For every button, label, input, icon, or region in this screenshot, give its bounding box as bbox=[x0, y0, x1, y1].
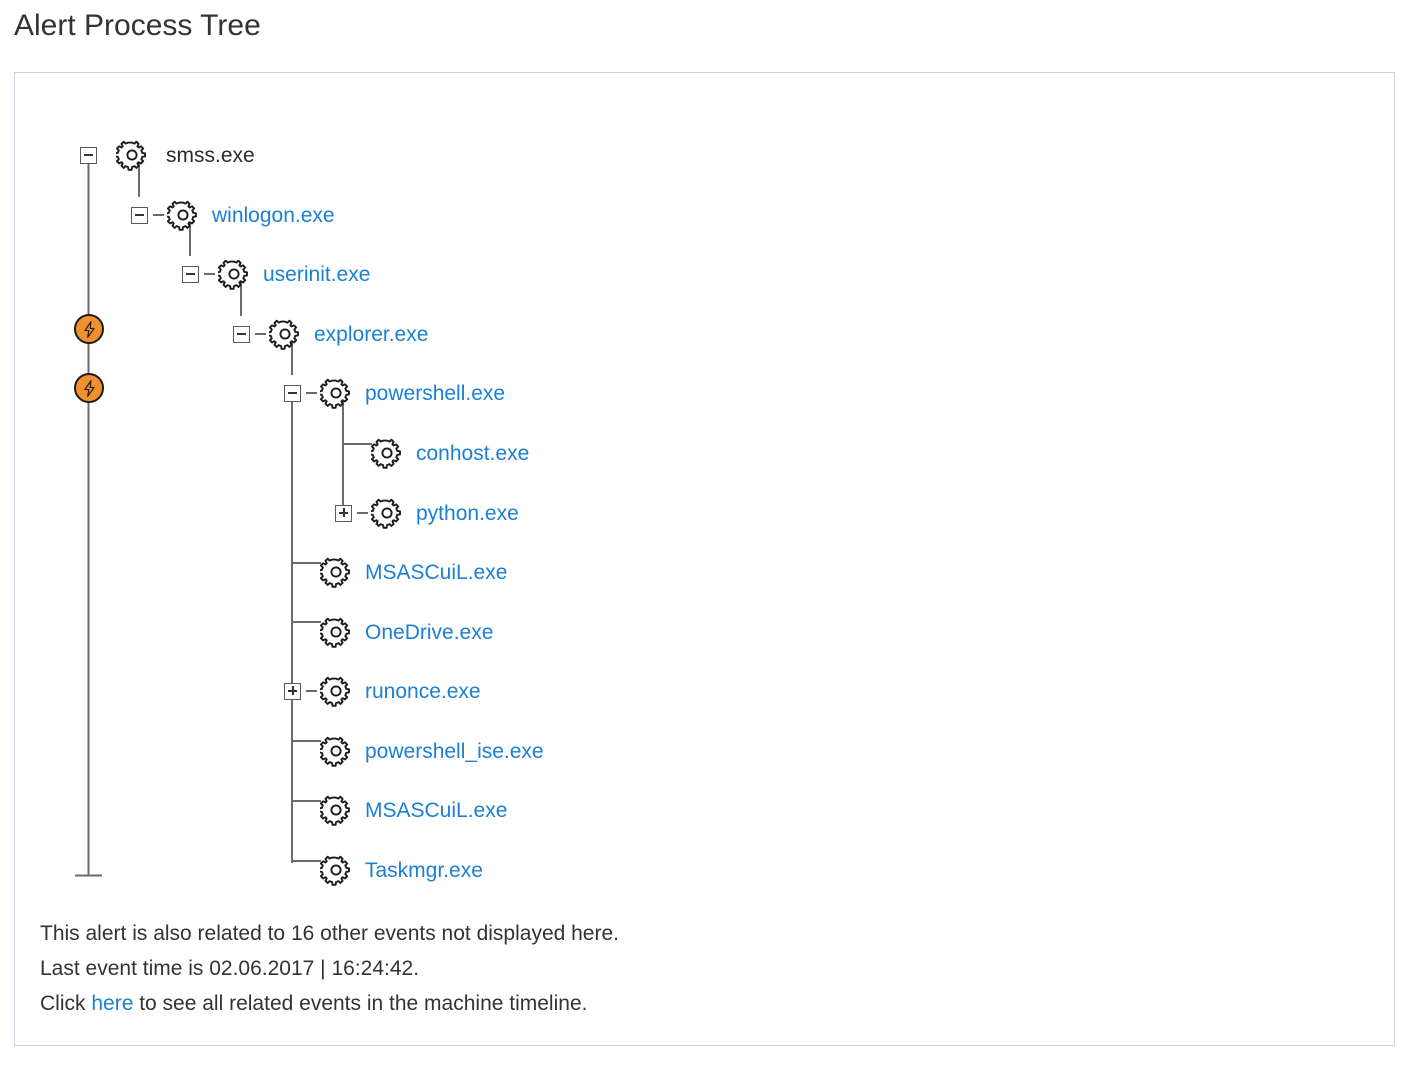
process-name-explorer[interactable]: explorer.exe bbox=[314, 322, 429, 346]
footer-note: This alert is also related to 16 other e… bbox=[40, 916, 619, 1021]
process-node-runonce[interactable]: runonce.exe bbox=[284, 673, 481, 709]
alert-process-tree-panel: smss.exe winlogon.exe userinit.exe explorer… bbox=[14, 72, 1395, 1046]
footer-click-prefix: Click bbox=[40, 992, 92, 1015]
process-name-onedrive[interactable]: OneDrive.exe bbox=[365, 620, 494, 644]
gear-icon bbox=[371, 438, 401, 469]
process-node-conhost[interactable]: conhost.exe bbox=[335, 435, 529, 471]
process-name-msascuil2[interactable]: MSASCuiL.exe bbox=[365, 798, 508, 822]
process-node-powershell[interactable]: powershell.exe bbox=[284, 375, 505, 411]
node-dash-explorer bbox=[255, 333, 266, 335]
process-name-winlogon[interactable]: winlogon.exe bbox=[212, 203, 335, 227]
process-node-msascuil2[interactable]: MSASCuiL.exe bbox=[284, 792, 507, 828]
collapse-toggle-powershell[interactable] bbox=[284, 384, 301, 402]
process-node-userinit[interactable]: userinit.exe bbox=[182, 256, 370, 292]
process-name-runonce[interactable]: runonce.exe bbox=[365, 679, 481, 703]
node-dash-userinit bbox=[204, 273, 215, 275]
footer-line-last-event-time: Last event time is 02.06.2017 | 16:24:42… bbox=[40, 957, 420, 980]
process-name-conhost[interactable]: conhost.exe bbox=[416, 441, 530, 465]
collapse-toggle-userinit[interactable] bbox=[182, 265, 199, 283]
gear-icon bbox=[116, 140, 146, 171]
collapse-toggle-winlogon[interactable] bbox=[131, 206, 148, 224]
node-dash-runonce bbox=[306, 690, 317, 692]
lightning-bolt-icon bbox=[83, 320, 95, 338]
process-node-python[interactable]: python.exe bbox=[335, 495, 519, 531]
tree-connector-lines bbox=[75, 155, 372, 877]
process-node-msascuil1[interactable]: MSASCuiL.exe bbox=[284, 554, 507, 590]
gear-icon bbox=[269, 319, 299, 350]
process-name-taskmgr[interactable]: Taskmgr.exe bbox=[365, 858, 483, 882]
process-node-smss[interactable]: smss.exe bbox=[80, 137, 255, 173]
footer-line-timeline-link: Click here to see all related events in … bbox=[40, 986, 619, 1021]
gear-icon bbox=[320, 617, 350, 648]
collapse-toggle-explorer[interactable] bbox=[233, 325, 250, 343]
gear-icon bbox=[320, 557, 350, 588]
gear-icon bbox=[167, 200, 197, 231]
alert-badge-powershell[interactable] bbox=[74, 373, 104, 403]
process-node-taskmgr[interactable]: Taskmgr.exe bbox=[284, 852, 483, 888]
gear-icon bbox=[320, 736, 350, 767]
gear-icon bbox=[320, 676, 350, 707]
expand-toggle-python[interactable] bbox=[335, 504, 352, 522]
page-title: Alert Process Tree bbox=[14, 9, 261, 42]
node-dash-python bbox=[357, 512, 368, 514]
node-dash-winlogon bbox=[153, 214, 164, 216]
process-name-smss: smss.exe bbox=[166, 143, 255, 167]
node-dash-powershell bbox=[306, 392, 317, 394]
collapse-toggle-smss[interactable] bbox=[80, 146, 97, 164]
process-name-powershellise[interactable]: powershell_ise.exe bbox=[365, 739, 544, 763]
footer-click-suffix: to see all related events in the machine… bbox=[133, 992, 588, 1015]
lightning-bolt-icon bbox=[83, 379, 95, 397]
process-name-python[interactable]: python.exe bbox=[416, 501, 519, 525]
process-name-userinit[interactable]: userinit.exe bbox=[263, 262, 371, 286]
gear-icon bbox=[218, 259, 248, 290]
gear-icon bbox=[320, 378, 350, 409]
process-node-powershellise[interactable]: powershell_ise.exe bbox=[284, 733, 544, 769]
process-node-onedrive[interactable]: OneDrive.exe bbox=[284, 614, 493, 650]
gear-icon bbox=[371, 498, 401, 529]
expand-toggle-runonce[interactable] bbox=[284, 682, 301, 700]
gear-icon bbox=[320, 855, 350, 886]
alert-badge-explorer[interactable] bbox=[74, 314, 104, 344]
footer-line-related-events: This alert is also related to 16 other e… bbox=[40, 922, 619, 945]
process-node-winlogon[interactable]: winlogon.exe bbox=[131, 197, 335, 233]
gear-icon bbox=[320, 795, 350, 826]
process-name-powershell[interactable]: powershell.exe bbox=[365, 381, 506, 405]
process-name-msascuil1[interactable]: MSASCuiL.exe bbox=[365, 560, 508, 584]
process-node-explorer[interactable]: explorer.exe bbox=[233, 316, 428, 352]
machine-timeline-link[interactable]: here bbox=[91, 992, 134, 1015]
